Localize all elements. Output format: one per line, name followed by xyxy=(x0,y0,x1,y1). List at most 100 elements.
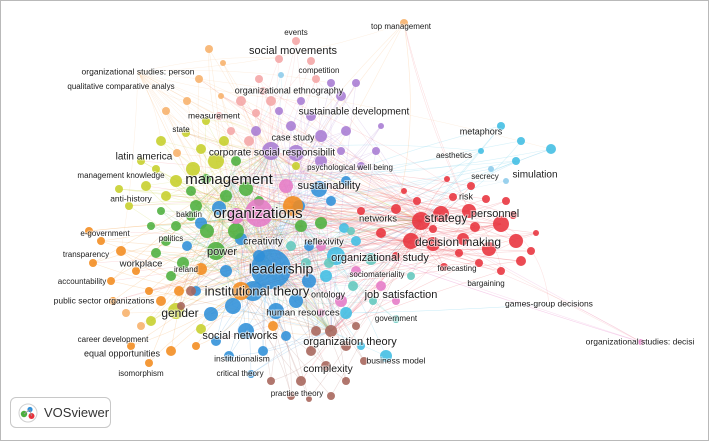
keyword-node[interactable] xyxy=(348,281,358,291)
keyword-node[interactable] xyxy=(320,270,332,282)
keyword-node[interactable] xyxy=(321,361,331,371)
keyword-label[interactable]: human resources xyxy=(265,307,341,320)
keyword-node[interactable] xyxy=(455,249,463,257)
keyword-label[interactable]: strategy xyxy=(424,210,469,226)
keyword-label[interactable]: politics xyxy=(158,233,184,244)
keyword-node[interactable] xyxy=(444,176,450,182)
keyword-label[interactable]: measurement xyxy=(187,109,242,121)
keyword-node[interactable] xyxy=(357,162,365,170)
keyword-node[interactable] xyxy=(268,303,284,319)
keyword-node[interactable] xyxy=(315,130,327,142)
keyword-label[interactable]: risk xyxy=(458,190,474,202)
keyword-node[interactable] xyxy=(204,307,218,321)
keyword-node[interactable] xyxy=(296,376,306,386)
keyword-node[interactable] xyxy=(156,136,166,146)
keyword-label[interactable]: games-group decisions xyxy=(504,297,594,309)
keyword-label[interactable]: networks xyxy=(358,213,398,226)
keyword-node[interactable] xyxy=(351,236,361,246)
keyword-node[interactable] xyxy=(109,297,117,305)
keyword-node[interactable] xyxy=(475,259,483,267)
keyword-label[interactable]: organizations xyxy=(212,204,303,223)
keyword-node[interactable] xyxy=(202,117,210,125)
keyword-node[interactable] xyxy=(497,122,505,130)
keyword-label[interactable]: institutionalism xyxy=(213,352,271,364)
keyword-node[interactable] xyxy=(638,339,644,345)
keyword-node[interactable] xyxy=(326,196,336,206)
keyword-node[interactable] xyxy=(161,191,171,201)
keyword-label[interactable]: practice theory xyxy=(270,388,324,399)
keyword-label[interactable]: latin america xyxy=(115,151,174,164)
keyword-label[interactable]: leadership xyxy=(248,260,315,278)
keyword-label[interactable]: business model xyxy=(365,354,426,366)
keyword-node[interactable] xyxy=(116,246,126,256)
keyword-node[interactable] xyxy=(141,181,151,191)
keyword-node[interactable] xyxy=(512,157,520,165)
keyword-label[interactable]: bargaining xyxy=(466,278,505,289)
keyword-node[interactable] xyxy=(288,145,304,161)
keyword-label[interactable]: state xyxy=(171,124,191,135)
keyword-label[interactable]: competition xyxy=(298,65,341,76)
keyword-node[interactable] xyxy=(327,79,335,87)
keyword-node[interactable] xyxy=(186,211,196,221)
keyword-node[interactable] xyxy=(228,223,244,239)
keyword-node[interactable] xyxy=(220,265,232,277)
keyword-node[interactable] xyxy=(145,359,153,367)
keyword-node[interactable] xyxy=(327,392,335,400)
keyword-node[interactable] xyxy=(239,182,253,196)
keyword-node[interactable] xyxy=(107,277,115,285)
keyword-node[interactable] xyxy=(253,250,265,262)
keyword-node[interactable] xyxy=(315,217,327,229)
keyword-node[interactable] xyxy=(195,75,203,83)
keyword-node[interactable] xyxy=(497,267,505,275)
keyword-node[interactable] xyxy=(306,396,312,402)
keyword-node[interactable] xyxy=(220,60,226,66)
keyword-node[interactable] xyxy=(258,346,268,356)
keyword-node[interactable] xyxy=(236,96,246,106)
keyword-label[interactable]: aesthetics xyxy=(435,150,473,161)
keyword-node[interactable] xyxy=(380,350,392,362)
keyword-node[interactable] xyxy=(268,321,278,331)
keyword-node[interactable] xyxy=(312,75,320,83)
keyword-node[interactable] xyxy=(482,242,496,256)
keyword-label[interactable]: equal opportunities xyxy=(83,347,162,359)
keyword-node[interactable] xyxy=(132,267,140,275)
keyword-label[interactable]: personnel xyxy=(470,207,520,221)
keyword-label[interactable]: corporate social responsibilit xyxy=(208,147,336,160)
keyword-node[interactable] xyxy=(161,236,171,246)
keyword-node[interactable] xyxy=(341,126,351,136)
keyword-node[interactable] xyxy=(449,193,457,201)
keyword-node[interactable] xyxy=(200,224,214,238)
keyword-label[interactable]: organizational ethnography xyxy=(234,84,345,96)
keyword-node[interactable] xyxy=(462,204,476,218)
keyword-node[interactable] xyxy=(517,137,525,145)
keyword-node[interactable] xyxy=(426,237,440,251)
keyword-node[interactable] xyxy=(429,225,437,233)
keyword-node[interactable] xyxy=(342,377,350,385)
keyword-node[interactable] xyxy=(311,326,321,336)
keyword-node[interactable] xyxy=(208,153,224,169)
keyword-node[interactable] xyxy=(440,263,448,271)
keyword-label[interactable]: power xyxy=(206,245,238,259)
keyword-label[interactable]: organizational studies: decisi xyxy=(585,335,696,347)
keyword-label[interactable]: case study xyxy=(270,131,316,143)
keyword-node[interactable] xyxy=(196,144,206,154)
keyword-node[interactable] xyxy=(470,222,480,232)
keyword-node[interactable] xyxy=(151,248,161,258)
keyword-label[interactable]: gender xyxy=(160,305,199,321)
keyword-node[interactable] xyxy=(182,129,190,137)
keyword-label[interactable]: secrecy xyxy=(470,171,500,182)
keyword-node[interactable] xyxy=(357,342,365,350)
keyword-node[interactable] xyxy=(509,211,517,219)
keyword-label[interactable]: organizational studies: person xyxy=(81,65,196,77)
keyword-label[interactable]: top management xyxy=(370,21,433,32)
keyword-node[interactable] xyxy=(283,196,303,216)
keyword-node[interactable] xyxy=(337,147,345,155)
keyword-node[interactable] xyxy=(376,281,386,291)
keyword-node[interactable] xyxy=(307,57,315,65)
keyword-node[interactable] xyxy=(281,331,291,341)
keyword-node[interactable] xyxy=(278,72,284,78)
keyword-node[interactable] xyxy=(247,370,255,378)
keyword-node[interactable] xyxy=(156,296,166,306)
keyword-label[interactable]: organizational study xyxy=(330,251,430,265)
keyword-node[interactable] xyxy=(292,37,300,45)
